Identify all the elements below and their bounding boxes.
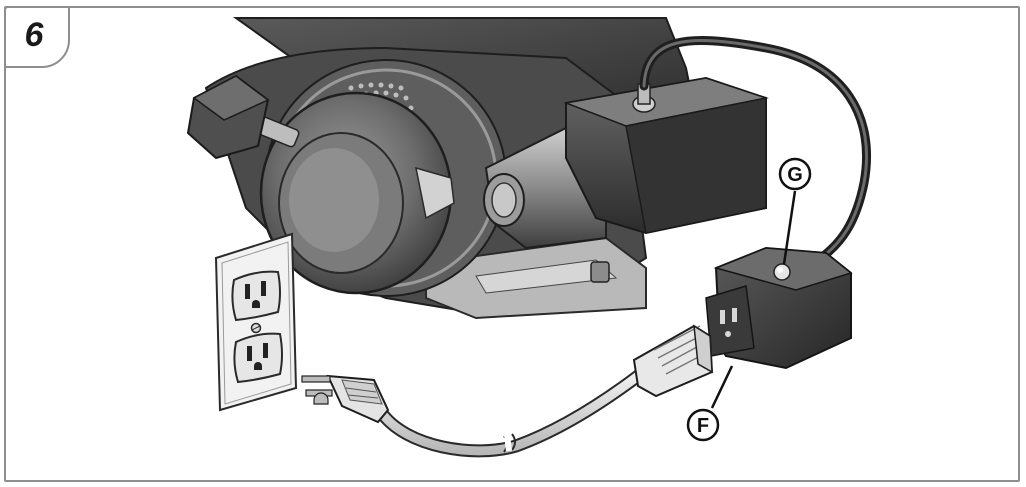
plug-prong: [301, 375, 331, 383]
callout-f-label: F: [697, 415, 709, 437]
callout-g: G: [778, 157, 812, 265]
engine: [186, 17, 769, 320]
wall-outlet: [214, 232, 298, 412]
male-plug: [301, 374, 390, 424]
figure-frame: 6: [4, 6, 1020, 482]
engine-heater-illustration: G F: [186, 17, 872, 458]
mount-bolt: [590, 261, 610, 283]
step-number-badge: 6: [6, 8, 70, 68]
handle-knob: [186, 74, 300, 160]
heater-cord-receptacle: [705, 246, 853, 370]
callout-f: F: [686, 365, 734, 442]
female-connector: [632, 324, 714, 398]
callout-f-leader: [710, 365, 734, 409]
callout-g-label: G: [787, 164, 803, 186]
engine-heater-housing: [563, 76, 769, 235]
extension-cord: [301, 324, 714, 458]
step-number: 6: [24, 15, 44, 54]
callout-g-leader: [782, 190, 797, 265]
